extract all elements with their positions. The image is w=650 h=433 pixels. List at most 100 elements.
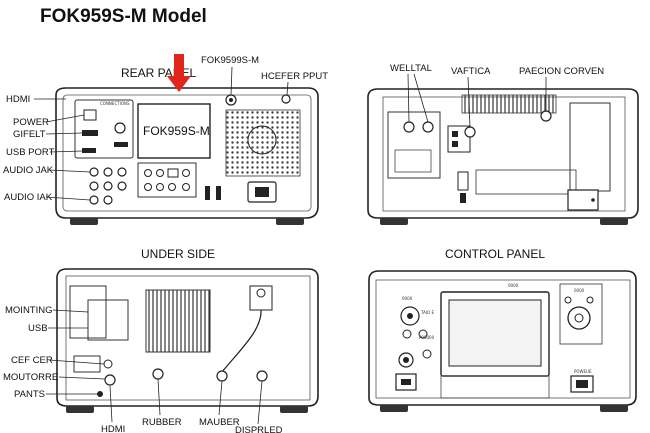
callout-usb: USB xyxy=(28,323,48,334)
red-arrow xyxy=(167,54,191,92)
control-left-button-4 xyxy=(422,349,432,359)
hdmi-port xyxy=(82,130,98,136)
rear-screen-label: FOK959S-M xyxy=(143,124,210,138)
page-title: FOK959S-M Model xyxy=(40,6,207,27)
control-right-block xyxy=(559,283,603,345)
rear2-jack-1 xyxy=(403,121,415,133)
under-foot-left xyxy=(66,406,94,413)
callout-vaftica: VAFTICA xyxy=(451,66,491,77)
under-side-diagram: UNDER SIDE MOINTING USB CEF CER MOUT xyxy=(3,247,319,433)
under-disp-foot xyxy=(256,370,268,382)
callout-audio-iak: AUDIO IAK xyxy=(4,192,53,203)
rear2-foot-left xyxy=(380,218,408,225)
usb-port xyxy=(82,148,96,153)
control-left-knob-center xyxy=(407,313,413,319)
power-port xyxy=(83,109,97,121)
under-side-header: UNDER SIDE xyxy=(141,247,215,261)
rear2-power-box xyxy=(567,189,599,211)
control-left-port-socket xyxy=(401,379,411,385)
under-pants-dot xyxy=(97,391,103,397)
control-right-knob-inner xyxy=(574,313,584,323)
io-tiny-text: CONNECTIONS xyxy=(100,101,130,106)
rear-jack-row xyxy=(89,167,127,205)
callout-hcefer-pput: HCEFER PPUT xyxy=(261,71,328,82)
rear-vent xyxy=(225,109,301,177)
io-port-2 xyxy=(114,142,128,147)
under-cable xyxy=(221,309,262,373)
callout-fok9599s-m: FOK9599S-M xyxy=(201,55,259,66)
control-power-switch-rocker xyxy=(576,380,588,388)
rear-power-inlet-socket xyxy=(255,187,269,197)
callout-moutorre: MOUTORRE xyxy=(3,372,58,383)
rear2-left-block xyxy=(387,111,441,179)
rear-top-knob-2 xyxy=(281,94,291,104)
control-foot-right xyxy=(600,405,628,412)
callout-mauber: MAUBER xyxy=(199,417,240,428)
rear-usb-b xyxy=(216,186,221,200)
control-right-led-2 xyxy=(586,296,594,304)
under-rubber-foot xyxy=(152,368,164,380)
control-left-button-3-center xyxy=(403,357,409,363)
callout-rubber: RUBBER xyxy=(142,417,182,428)
rear-foot-left xyxy=(70,218,98,225)
control-display-screen xyxy=(448,299,542,367)
rear2-switch-a xyxy=(452,131,458,137)
rear-fan xyxy=(247,125,277,155)
rear2-jack-2 xyxy=(422,121,434,133)
callout-under-hdmi: HDMI xyxy=(101,424,125,433)
callout-gifelt: GIFELT xyxy=(13,129,46,140)
under-mount-plate xyxy=(87,299,129,341)
under-mauber-foot xyxy=(216,370,228,382)
under-cef-jack xyxy=(103,359,113,369)
rear-panel-diagram: REAR PANEL CONNECTIONS FOK959S-M xyxy=(3,54,328,225)
rear-panel-2-diagram: WELLTAL VAFTICA PAECION CORVEN xyxy=(367,63,639,225)
callout-power: POWER xyxy=(13,117,49,128)
under-heatsink xyxy=(145,289,211,353)
control-right-led-1 xyxy=(564,296,572,304)
callout-hdmi: HDMI xyxy=(6,94,30,105)
rear2-power-dot xyxy=(591,198,595,202)
control-right-power-label: POWEUE xyxy=(574,369,592,374)
callout-pants: PANTS xyxy=(14,389,45,400)
under-foot-right xyxy=(280,406,308,413)
rear-jack-panel xyxy=(137,162,197,198)
rear2-switch-b xyxy=(452,141,458,147)
control-left-button-2 xyxy=(418,329,428,339)
rear-inner-frame xyxy=(62,94,312,212)
rear2-connector-pin xyxy=(460,193,466,203)
rear2-vaftica-jack xyxy=(464,126,476,138)
control-panel-header: CONTROL PANEL xyxy=(445,247,545,261)
rear2-paecion-jack xyxy=(540,110,552,122)
rear-jack-panel-ports xyxy=(144,168,190,191)
rear2-top-vent xyxy=(461,94,557,114)
control-top-small-label: 0000 xyxy=(508,283,519,288)
callout-usb-port: USB PORT xyxy=(6,147,55,158)
under-clamp-screw xyxy=(256,288,266,298)
control-right-label-a: 0000 xyxy=(574,288,585,293)
control-panel-diagram: CONTROL PANEL 0000 0000 TAIO E P00000 00… xyxy=(368,247,637,412)
callout-paecion-corven: PAECION CORVEN xyxy=(519,66,604,77)
control-left-button-1 xyxy=(402,329,412,339)
io-jack xyxy=(114,122,126,134)
callout-dispreled: DISPRLED xyxy=(235,425,283,433)
rear-usb-a xyxy=(205,186,210,200)
rear-io-block xyxy=(74,99,134,159)
control-left-label-c: P00000 xyxy=(419,335,435,340)
rear2-foot-right xyxy=(600,218,628,225)
control-left-label-a: 0000 xyxy=(402,296,413,301)
control-foot-left xyxy=(380,405,408,412)
control-display-base xyxy=(440,375,550,399)
callout-welltal: WELLTAL xyxy=(390,63,432,74)
callout-audio-jak: AUDIO JAK xyxy=(3,165,54,176)
rear-screen xyxy=(137,103,211,159)
rear2-bottom-strip xyxy=(475,169,577,195)
rear-top-knob-dot xyxy=(229,98,233,102)
callout-mointing: MOINTING xyxy=(5,305,53,316)
rear2-connector xyxy=(457,171,469,191)
under-moutorre-jack xyxy=(104,374,116,386)
rear2-left-plate xyxy=(394,149,432,173)
control-left-label-b: TAIO E xyxy=(420,310,434,315)
callout-cef-cer: CEF CER xyxy=(11,355,53,366)
